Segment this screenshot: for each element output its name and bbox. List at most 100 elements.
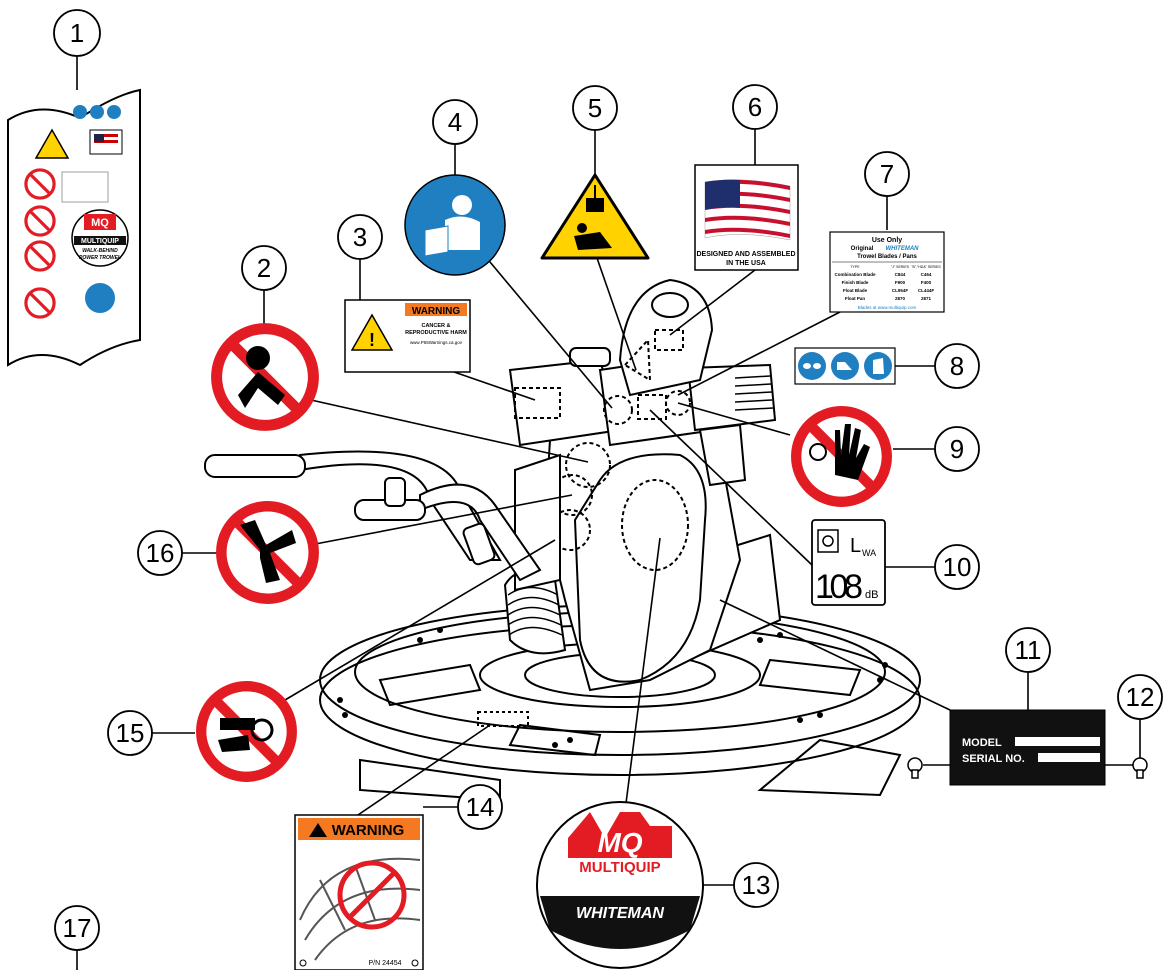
logo-brand: MULTIQUIP bbox=[579, 859, 660, 876]
blades-row-a: F900 bbox=[895, 280, 906, 285]
noise-unit: dB bbox=[865, 589, 878, 601]
decal-no-touch-hot-surface bbox=[796, 411, 887, 502]
blades-row-b: F400 bbox=[921, 280, 932, 285]
blades-brand: WHITEMAN bbox=[886, 246, 920, 252]
svg-text:16: 16 bbox=[146, 538, 175, 568]
callout-3: 3 bbox=[338, 215, 382, 259]
svg-text:9: 9 bbox=[950, 434, 964, 464]
callout-2: 2 bbox=[242, 246, 286, 290]
callout-15: 15 bbox=[108, 711, 152, 755]
decal-sound-power-level: L WA 108 dB bbox=[812, 520, 885, 606]
prohibition-mini-icon bbox=[26, 170, 54, 198]
svg-text:15: 15 bbox=[116, 718, 145, 748]
decal-blade-warning: WARNING P/N 24454 bbox=[295, 815, 423, 970]
decal-read-manual bbox=[405, 175, 505, 275]
blades-row-a: C844 bbox=[895, 272, 906, 277]
rivet-icon bbox=[1133, 758, 1147, 778]
decal-designed-in-usa: DESIGNED AND ASSEMBLED IN THE USA bbox=[695, 165, 798, 270]
blades-line1: Use Only bbox=[872, 237, 902, 244]
flag-line2: IN THE USA bbox=[726, 260, 766, 267]
noise-value: 108 bbox=[815, 568, 863, 606]
blades-row-b: CL444F bbox=[918, 288, 935, 293]
svg-text:4: 4 bbox=[448, 107, 462, 137]
svg-text:14: 14 bbox=[466, 792, 495, 822]
noise-sub: WA bbox=[862, 548, 876, 558]
callout-4: 4 bbox=[433, 100, 477, 144]
svg-text:1: 1 bbox=[70, 18, 84, 48]
svg-text:11: 11 bbox=[1015, 635, 1042, 665]
panel-brand: MULTIQUIP bbox=[81, 238, 119, 245]
blades-line2: Original bbox=[851, 246, 874, 252]
blades-mini-label bbox=[62, 172, 108, 202]
read-manual-mini-icon bbox=[85, 283, 115, 313]
blades-row-type: Combination Blade bbox=[834, 272, 875, 277]
svg-text:8: 8 bbox=[950, 351, 964, 381]
rivet-icon bbox=[908, 758, 922, 778]
svg-text:7: 7 bbox=[880, 159, 894, 189]
blades-col-a: "J" SERIES bbox=[891, 265, 910, 269]
blades-row-a: CL954F bbox=[892, 288, 909, 293]
callout-11: 11 bbox=[1006, 628, 1050, 672]
decal-multiquip-logo: MQ MULTIQUIP WHITEMAN bbox=[537, 802, 703, 968]
prohibition-mini-icon bbox=[26, 242, 54, 270]
callout-13: 13 bbox=[734, 863, 778, 907]
decal-no-exhaust-inhalation bbox=[217, 329, 314, 426]
prop65-header: WARNING bbox=[412, 306, 461, 317]
svg-text:13: 13 bbox=[742, 870, 771, 900]
prohibition-mini-icon bbox=[26, 289, 54, 317]
callout-12: 12 bbox=[1118, 675, 1162, 719]
serial-nameplate: MODEL SERIAL NO. bbox=[908, 710, 1147, 785]
svg-text:MQ: MQ bbox=[597, 827, 642, 858]
nameplate-model: MODEL bbox=[962, 737, 1002, 749]
decal-original-blades: Use Only Original WHITEMAN Trowel Blades… bbox=[830, 232, 944, 312]
multiquip-badge: MQ MULTIQUIP WALK-BEHIND POWER TROWEL bbox=[72, 210, 128, 266]
prop65-line2: REPRODUCTIVE HARM bbox=[405, 330, 467, 336]
svg-text:12: 12 bbox=[1126, 682, 1155, 712]
blades-row-b: 2871 bbox=[921, 296, 932, 301]
callout-7: 7 bbox=[865, 152, 909, 196]
svg-text:3: 3 bbox=[353, 222, 367, 252]
svg-text:2: 2 bbox=[257, 253, 271, 283]
blades-row-b: C464 bbox=[921, 272, 932, 277]
us-flag-icon bbox=[705, 180, 790, 240]
nameplate-serial: SERIAL NO. bbox=[962, 753, 1025, 765]
decal-warning-prop65: ! WARNING CANCER & REPRODUCTIVE HARM www… bbox=[345, 300, 470, 372]
panel-line2: POWER TROWEL bbox=[79, 255, 121, 261]
svg-text:5: 5 bbox=[588, 93, 602, 123]
blades-footer: Blades at www.multiquip.com bbox=[858, 305, 917, 310]
callout-16: 16 bbox=[138, 531, 182, 575]
callout-10: 10 bbox=[935, 545, 979, 589]
logo-sub: WHITEMAN bbox=[576, 905, 664, 922]
blade-warning-pn: P/N 24454 bbox=[368, 960, 401, 967]
svg-text:10: 10 bbox=[943, 552, 972, 582]
blades-row-type: Float Pan bbox=[845, 296, 866, 301]
callout-5: 5 bbox=[573, 86, 617, 130]
svg-text:17: 17 bbox=[63, 913, 92, 943]
decal-ppe-required bbox=[795, 348, 895, 384]
blades-col-type: TYPE bbox=[850, 265, 860, 269]
blades-col-b: "B","HDA" SERIES bbox=[911, 265, 941, 269]
decal-no-hands-belt bbox=[201, 686, 292, 777]
flag-line1: DESIGNED AND ASSEMBLED bbox=[696, 251, 795, 258]
ppe-icons-mini bbox=[73, 105, 121, 119]
callout-9: 9 bbox=[935, 427, 979, 471]
prop65-url: www.P65Warnings.ca.gov bbox=[410, 340, 463, 345]
blades-row-type: Finish Blade bbox=[842, 280, 869, 285]
blades-row-type: Float Blade bbox=[843, 288, 868, 293]
panel-line1: WALK-BEHIND bbox=[82, 248, 118, 254]
blades-line3: Trowel Blades / Pans bbox=[857, 254, 917, 260]
blade-warning-header: WARNING bbox=[332, 822, 405, 839]
callout-17: 17 bbox=[55, 906, 99, 950]
callout-14: 14 bbox=[458, 785, 502, 829]
svg-text:MQ: MQ bbox=[91, 217, 109, 229]
callout-6: 6 bbox=[733, 85, 777, 129]
decal-no-rotating-fan bbox=[221, 506, 313, 598]
callout-8: 8 bbox=[935, 344, 979, 388]
noise-symbol: L bbox=[850, 535, 861, 557]
svg-text:!: ! bbox=[369, 330, 375, 350]
callout-1: 1 bbox=[54, 10, 100, 56]
blades-row-a: 2870 bbox=[895, 296, 906, 301]
prohibition-mini-icon bbox=[26, 207, 54, 235]
svg-text:6: 6 bbox=[748, 92, 762, 122]
